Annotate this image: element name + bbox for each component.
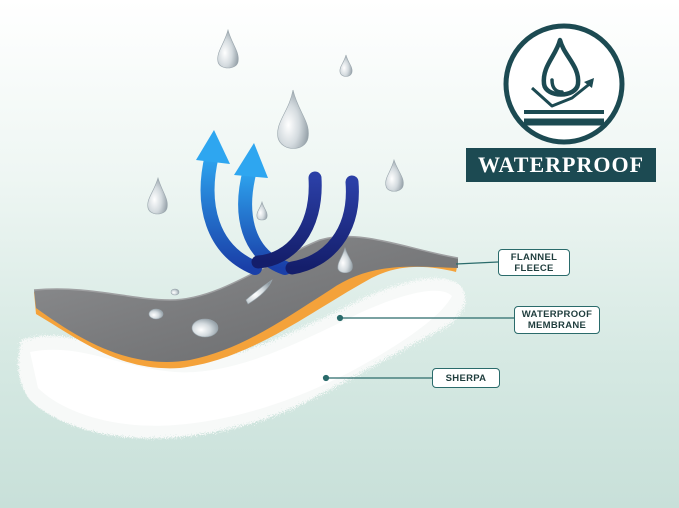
water-drop-icon [339,54,353,77]
water-drop-icon [385,158,404,192]
water-drop-icon [147,176,168,215]
breathable-arrows-icon [196,130,359,275]
sherpa-leader-dot [322,374,330,382]
flannel-fleece-label: FLANNEL FLEECE [510,251,558,274]
water-drop-icon [256,200,268,221]
sherpa-callout: SHERPA [432,368,500,388]
water-droplets [147,28,404,338]
water-drop-icon [337,246,353,274]
flannel-leader-line [455,261,499,265]
water-bead-icon [170,288,180,296]
badge-title: WATERPROOF [466,148,656,182]
sherpa-label: SHERPA [445,372,487,384]
membrane-leader-dot [336,314,344,322]
water-drop-icon [217,28,239,69]
water-bead-icon [191,318,219,338]
waterproof-membrane-callout: WATERPROOF MEMBRANE [514,306,600,334]
water-drop-shield-icon [503,23,625,145]
water-bead-icon [148,308,164,320]
water-drop-icon [277,89,309,149]
water-streak-icon [245,279,273,305]
waterproof-membrane-label: WATERPROOF MEMBRANE [521,309,593,331]
flannel-fleece-callout: FLANNEL FLEECE [498,249,570,276]
